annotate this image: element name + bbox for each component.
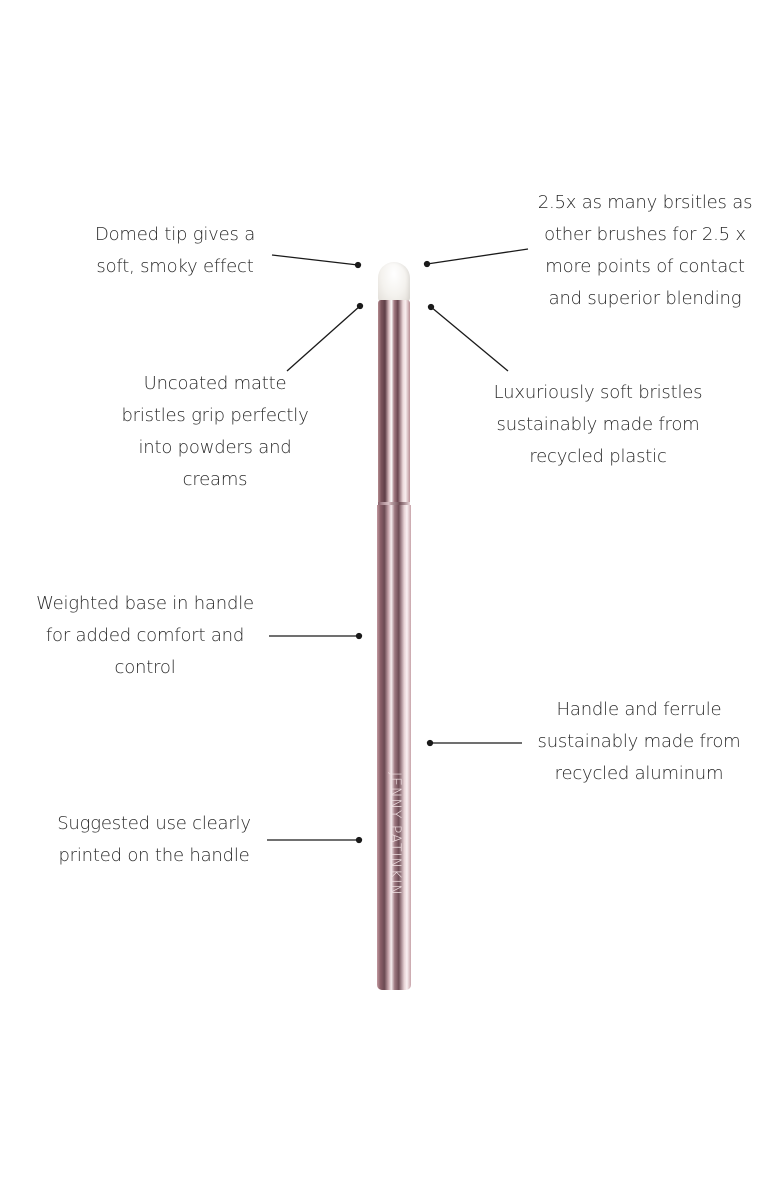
callout-text-line: control <box>114 657 176 678</box>
callout-soft-bristles: Luxuriously soft bristles sustainably ma… <box>478 377 718 473</box>
callout-text-line: and superior blending <box>548 288 742 309</box>
callout-text-line: recycled plastic <box>529 446 667 467</box>
callout-text-line: recycled aluminum <box>554 763 724 784</box>
brush-bristles <box>378 262 410 302</box>
callout-text-line: Uncoated matte <box>143 373 287 394</box>
callout-text-line: sustainably made from <box>496 414 700 435</box>
leader-line-matte-bristles <box>286 305 361 372</box>
callout-text-line: creams <box>182 469 248 490</box>
leader-dot-weighted-base <box>355 632 363 640</box>
callout-text-line: Handle and ferrule <box>556 699 722 720</box>
callout-text-line: other brushes for 2.5 x <box>544 224 746 245</box>
callout-text-line: 2.5x as many brsitles as <box>537 192 753 213</box>
callout-text-line: Luxuriously soft bristles <box>493 382 703 403</box>
leader-dot-soft-bristles <box>427 303 435 311</box>
callout-domed-tip: Domed tip gives a soft, smoky effect <box>76 219 274 283</box>
callout-text-line: soft, smoky effect <box>96 256 254 277</box>
ferrule-join <box>378 502 410 506</box>
callout-bristle-count: 2.5x as many brsitles as other brushes f… <box>526 187 764 315</box>
callout-text-line: printed on the handle <box>58 845 250 866</box>
callout-weighted-base: Weighted base in handle for added comfor… <box>22 588 268 684</box>
callout-text-line: Suggested use clearly <box>57 813 251 834</box>
callout-handle-ferrule: Handle and ferrule sustainably made from… <box>526 694 752 790</box>
leader-dot-domed-tip <box>354 261 362 269</box>
leader-line-domed-tip <box>271 254 359 266</box>
leader-dot-bristle-count <box>423 260 431 268</box>
callout-text-line: bristles grip perfectly <box>121 405 309 426</box>
callout-text-line: for added comfort and <box>45 625 245 646</box>
brush-ferrule <box>378 300 410 505</box>
leader-line-bristle-count <box>426 248 529 265</box>
callout-matte-bristles: Uncoated matte bristles grip perfectly i… <box>110 368 320 496</box>
callout-text-line: more points of contact <box>545 256 745 277</box>
callout-text-line: into powders and <box>138 437 292 458</box>
callout-text-line: sustainably made from <box>537 731 741 752</box>
callout-text-line: Weighted base in handle <box>36 593 254 614</box>
leader-dot-matte-bristles <box>356 302 364 310</box>
callout-suggested-use: Suggested use clearly printed on the han… <box>46 808 262 872</box>
callout-text-line: Domed tip gives a <box>94 224 256 245</box>
brush-handle <box>377 505 411 990</box>
leader-dot-suggested-use <box>355 836 363 844</box>
leader-line-soft-bristles <box>430 306 509 372</box>
leader-dot-handle-ferrule <box>426 739 434 747</box>
